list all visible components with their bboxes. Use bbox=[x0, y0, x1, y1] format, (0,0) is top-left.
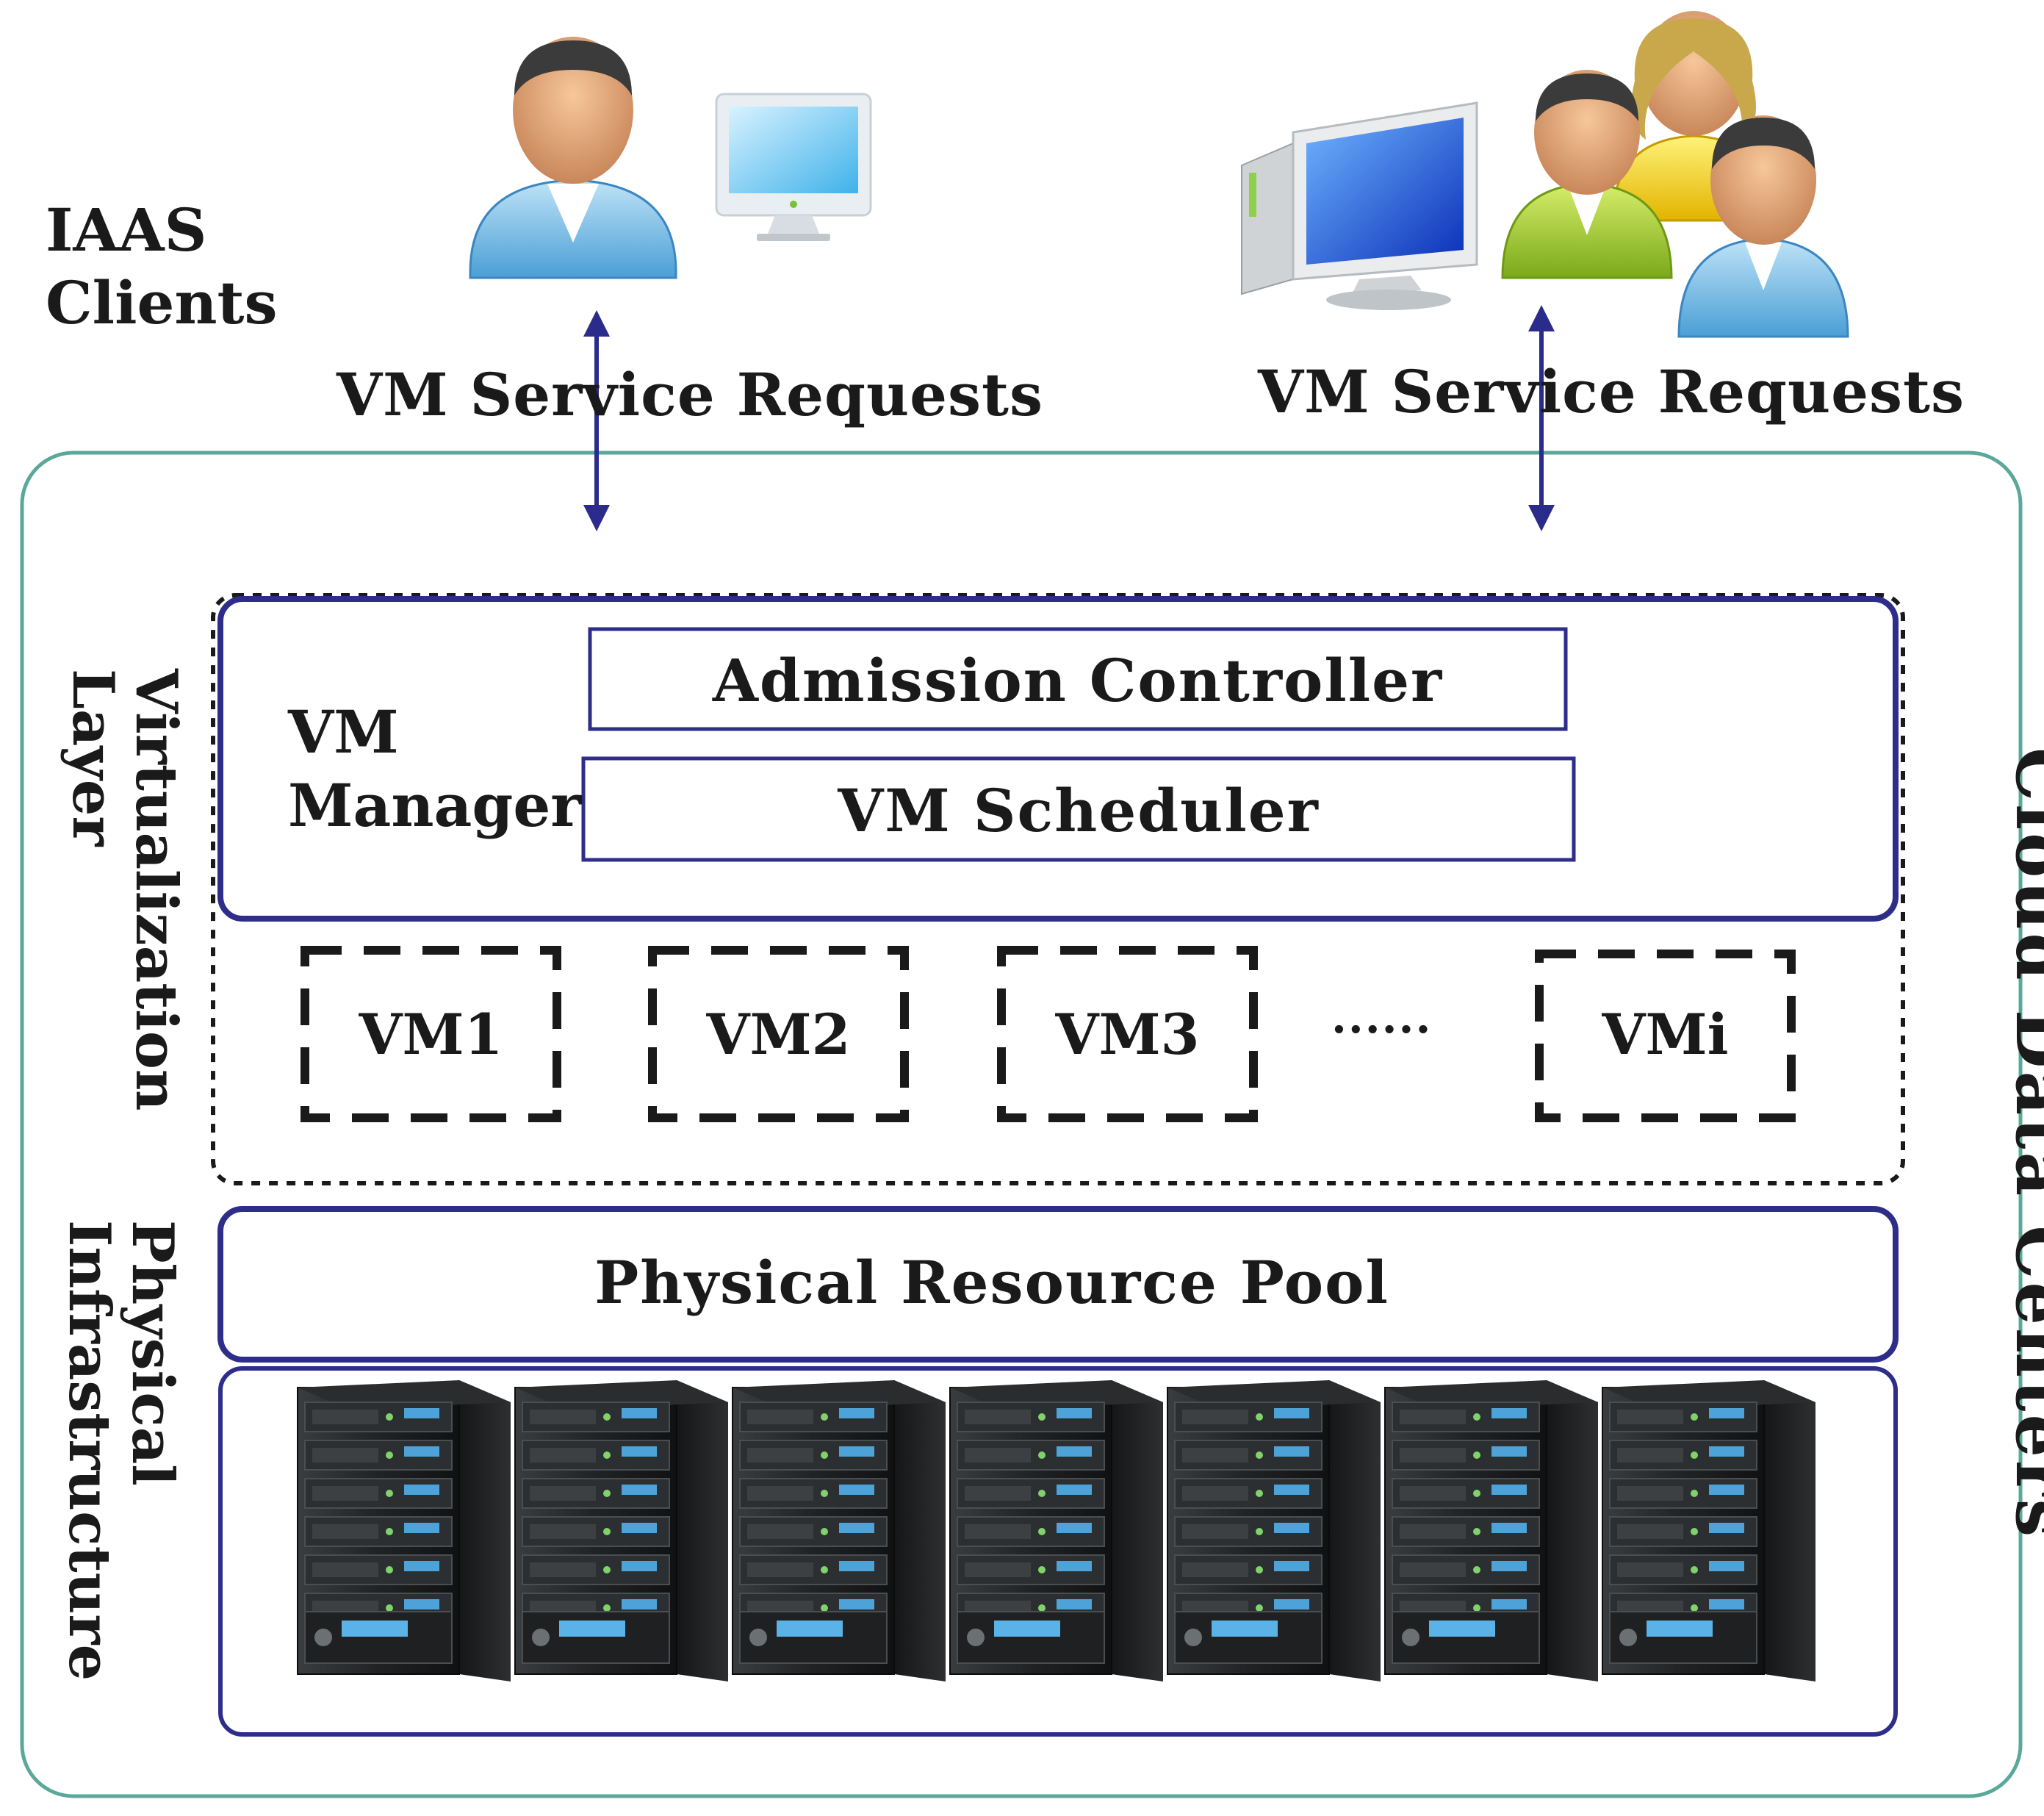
server-racks bbox=[297, 1380, 1816, 1682]
vm3-label: VM3 bbox=[1055, 1002, 1200, 1067]
vm-manager-label-line2: Manager bbox=[288, 771, 582, 840]
server-rack-icon bbox=[297, 1380, 511, 1682]
client-monitor-icon bbox=[715, 93, 872, 241]
vm-manager-frame bbox=[217, 596, 1899, 922]
vm1-frame bbox=[301, 946, 561, 1122]
cloud-data-center-frame bbox=[20, 451, 2023, 1798]
physical-resource-pool-label: Physical Resource Pool bbox=[594, 1248, 1389, 1317]
right-request-label: VM Service Requests bbox=[1258, 357, 1965, 426]
vm3-frame bbox=[997, 946, 1258, 1122]
vm-scheduler-label: VM Scheduler bbox=[838, 776, 1320, 845]
physical-infrastructure-label-line1: Physical bbox=[119, 1220, 186, 1486]
cloud-data-centers-label-text: Cloud Data Centers bbox=[2001, 747, 2044, 1540]
server-rack-icon bbox=[514, 1380, 728, 1682]
vm-scheduler-frame bbox=[581, 756, 1576, 862]
vm-ellipsis: ...... bbox=[1331, 992, 1433, 1044]
client-user-icon bbox=[469, 37, 677, 279]
user-group-icon bbox=[1501, 11, 1849, 338]
vmi-label: VMi bbox=[1602, 1002, 1729, 1067]
left-request-label: VM Service Requests bbox=[337, 360, 1044, 429]
physical-infrastructure-label-line2: Infrastructure bbox=[56, 1220, 123, 1682]
cloud-data-centers-label: Cloud Data Centers bbox=[2001, 747, 2044, 1548]
admission-controller-label: Admission Controller bbox=[712, 646, 1444, 715]
desktop-computer-icon bbox=[1241, 101, 1478, 310]
vm2-frame bbox=[648, 946, 909, 1122]
vm2-label: VM2 bbox=[706, 1002, 851, 1067]
virtualization-layer-label: Virtualization Layer bbox=[48, 669, 190, 1111]
server-rack-icon bbox=[1384, 1380, 1598, 1682]
virtualization-layer-label-line2: Layer bbox=[60, 669, 127, 847]
virtualization-layer-label-line1: Virtualization bbox=[123, 669, 190, 1111]
iaas-clients-label-line1: IAAS bbox=[46, 195, 207, 265]
server-racks-frame bbox=[218, 1366, 1898, 1737]
vm1-label: VM1 bbox=[359, 1002, 503, 1067]
server-rack-icon bbox=[1602, 1380, 1816, 1682]
server-rack-icon bbox=[1167, 1380, 1381, 1682]
server-rack-icon bbox=[949, 1380, 1163, 1682]
server-rack-icon bbox=[732, 1380, 946, 1682]
iaas-clients-label-line2: Clients bbox=[46, 268, 278, 337]
physical-resource-pool-frame bbox=[217, 1206, 1899, 1363]
admission-controller-frame bbox=[588, 627, 1568, 731]
vm-manager-label-line1: VM bbox=[288, 697, 399, 767]
physical-infrastructure-label: Physical Infrastructure bbox=[44, 1220, 186, 1682]
vmi-frame bbox=[1535, 950, 1796, 1122]
